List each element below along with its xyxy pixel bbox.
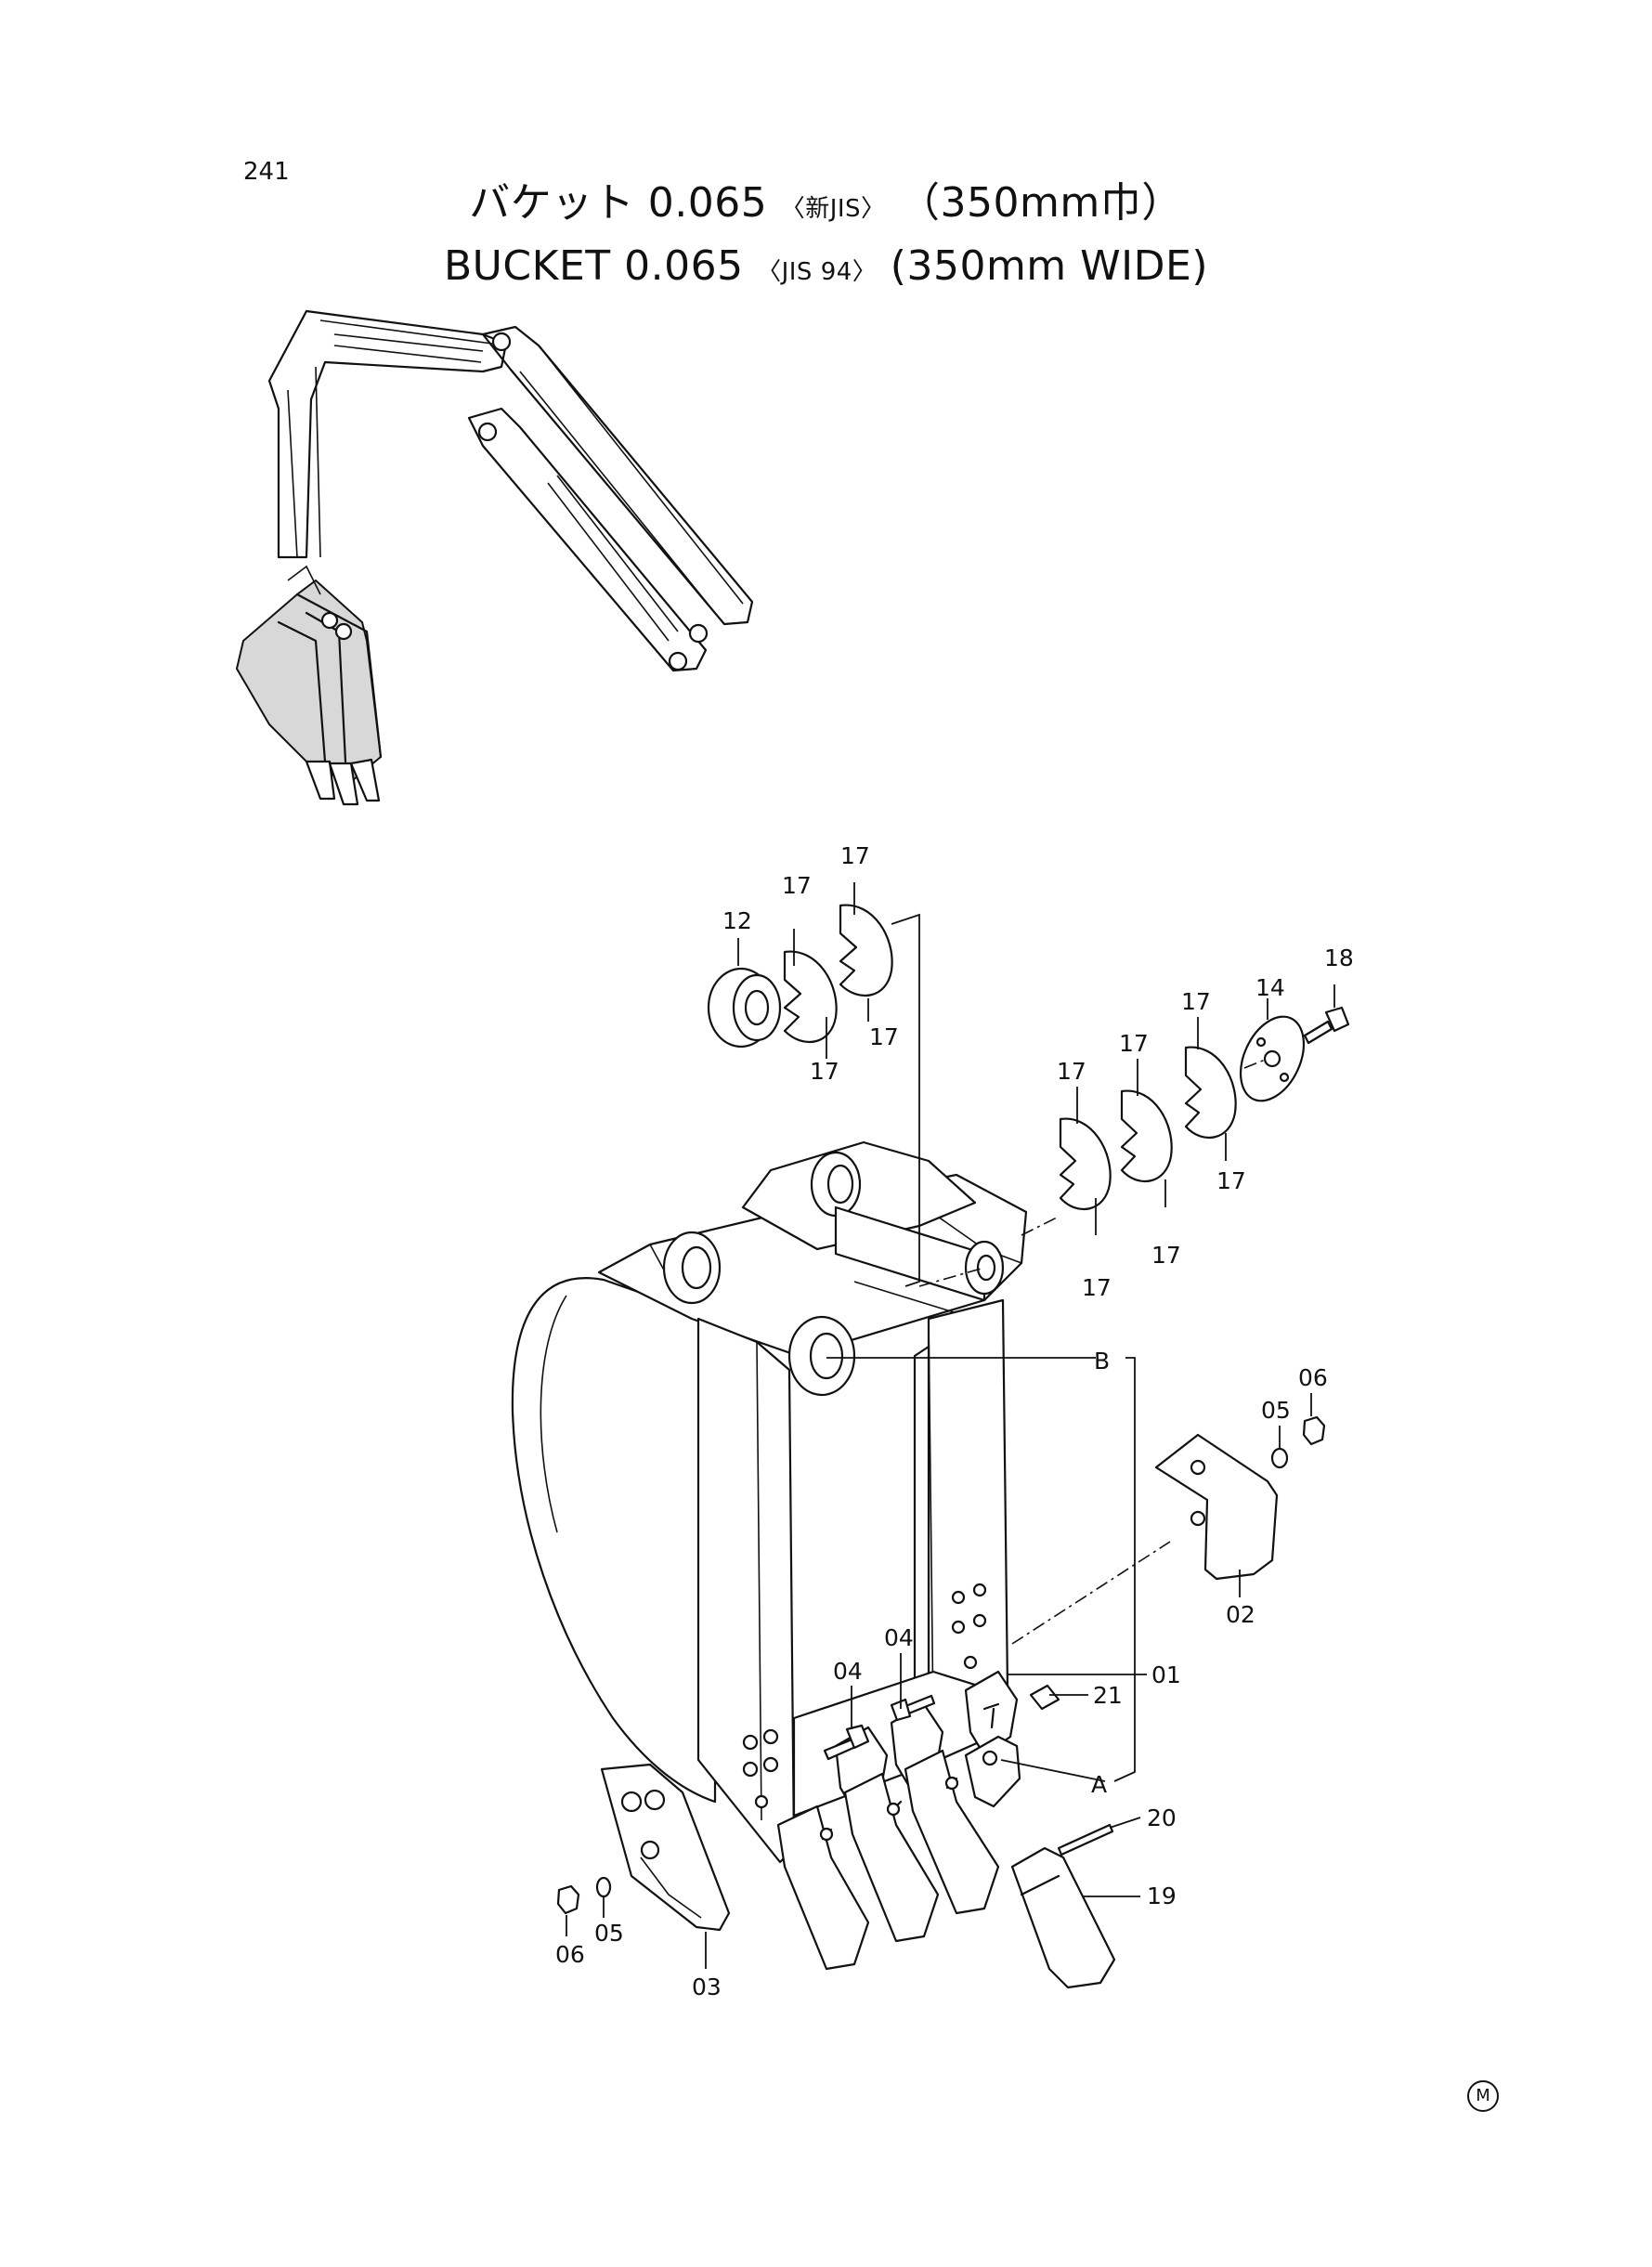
callout-17-d: 17 <box>810 1058 839 1085</box>
detached-parts <box>556 904 1350 1989</box>
callout-20: 20 <box>1147 1804 1177 1831</box>
callout-05-right: 05 <box>1261 1397 1291 1424</box>
callout-14: 14 <box>1255 974 1285 1001</box>
callout-06-left: 06 <box>555 1941 585 1968</box>
callout-17-a: 17 <box>782 872 812 899</box>
callout-17-e: 17 <box>1057 1058 1086 1085</box>
callout-17-c: 17 <box>869 1023 899 1050</box>
callout-17-f: 17 <box>1119 1030 1149 1057</box>
callout-17-g: 17 <box>1181 988 1211 1015</box>
callout-19: 19 <box>1147 1883 1177 1909</box>
title-en-main: BUCKET 0.065 <box>444 242 744 290</box>
callout-labels: 01 02 03 04 04 05 05 06 06 12 14 18 19 2… <box>555 842 1354 2000</box>
callout-06-right: 06 <box>1298 1364 1328 1391</box>
callout-21: 21 <box>1093 1682 1123 1709</box>
callout-12: 12 <box>722 907 752 934</box>
callout-01: 01 <box>1151 1661 1181 1688</box>
callout-04-right: 04 <box>884 1624 914 1651</box>
callout-03: 03 <box>692 1974 722 2000</box>
ref-letter-a: A <box>1091 1771 1107 1798</box>
manufacturer-mark: M <box>1467 2080 1499 2112</box>
callout-04-left: 04 <box>833 1658 863 1685</box>
callout-17-b: 17 <box>840 842 870 869</box>
leader-lines <box>566 882 1335 1969</box>
bucket-exploded-view <box>511 1140 1028 1971</box>
callout-18: 18 <box>1324 945 1354 971</box>
title-english: BUCKET 0.065 〈JIS 94〉 (350mm WIDE) <box>0 238 1652 301</box>
title-en-standard: 〈JIS 94〉 <box>757 258 878 286</box>
callout-02: 02 <box>1226 1601 1255 1628</box>
page-number: 241 <box>243 158 290 186</box>
callout-17-i: 17 <box>1151 1242 1181 1269</box>
callout-17-h: 17 <box>1216 1167 1246 1194</box>
title-block: バケット 0.065 〈新JIS〉 （350mm巾） BUCKET 0.065 … <box>0 175 1652 301</box>
title-jp-standard: 〈新JIS〉 <box>780 195 886 223</box>
title-jp-main: バケット 0.065 <box>469 179 768 227</box>
title-japanese: バケット 0.065 〈新JIS〉 （350mm巾） <box>0 175 1652 238</box>
callout-17-j: 17 <box>1082 1274 1112 1301</box>
callout-05-left: 05 <box>594 1920 624 1947</box>
title-jp-width: （350mm巾） <box>899 179 1183 227</box>
ref-letter-b: B <box>1094 1348 1110 1375</box>
excavator-arm-overview <box>235 309 754 806</box>
title-en-width: (350mm WIDE) <box>890 242 1208 290</box>
